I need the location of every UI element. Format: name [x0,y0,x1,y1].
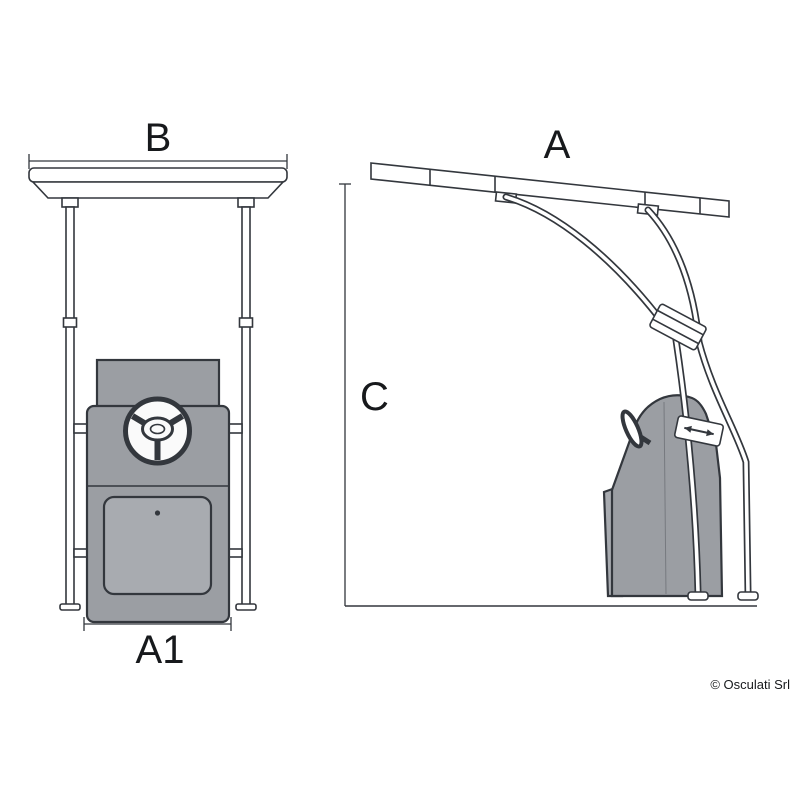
steering-wheel-icon [123,396,192,466]
copyright-notice: © Osculati Srl [710,677,790,692]
dimension-label-b: B [145,116,172,160]
console-front [85,358,231,624]
arrow-right-icon [706,429,714,437]
roof-side [370,162,730,218]
dimension-line-c [339,183,351,606]
roof-front [28,167,288,208]
dimension-line-a1 [83,617,232,631]
frame-foot [687,591,709,601]
dimension-label-c: C [360,375,389,419]
access-door [102,495,213,596]
dimension-label-a: A [544,123,571,167]
frame-foot [737,591,759,601]
front-view: B [28,116,288,672]
dimension-line-b [28,154,288,169]
adjustment-bracket [673,415,725,447]
door-latch-icon [154,510,161,516]
arrow-left-icon [684,425,692,433]
dimension-label-a1: A1 [136,628,185,672]
frame-tubes-side [502,193,759,601]
steering-wheel-side-icon [620,409,652,449]
support-posts-front [59,206,257,611]
side-view: A C [339,123,759,607]
upper-joint-bracket [649,303,707,351]
